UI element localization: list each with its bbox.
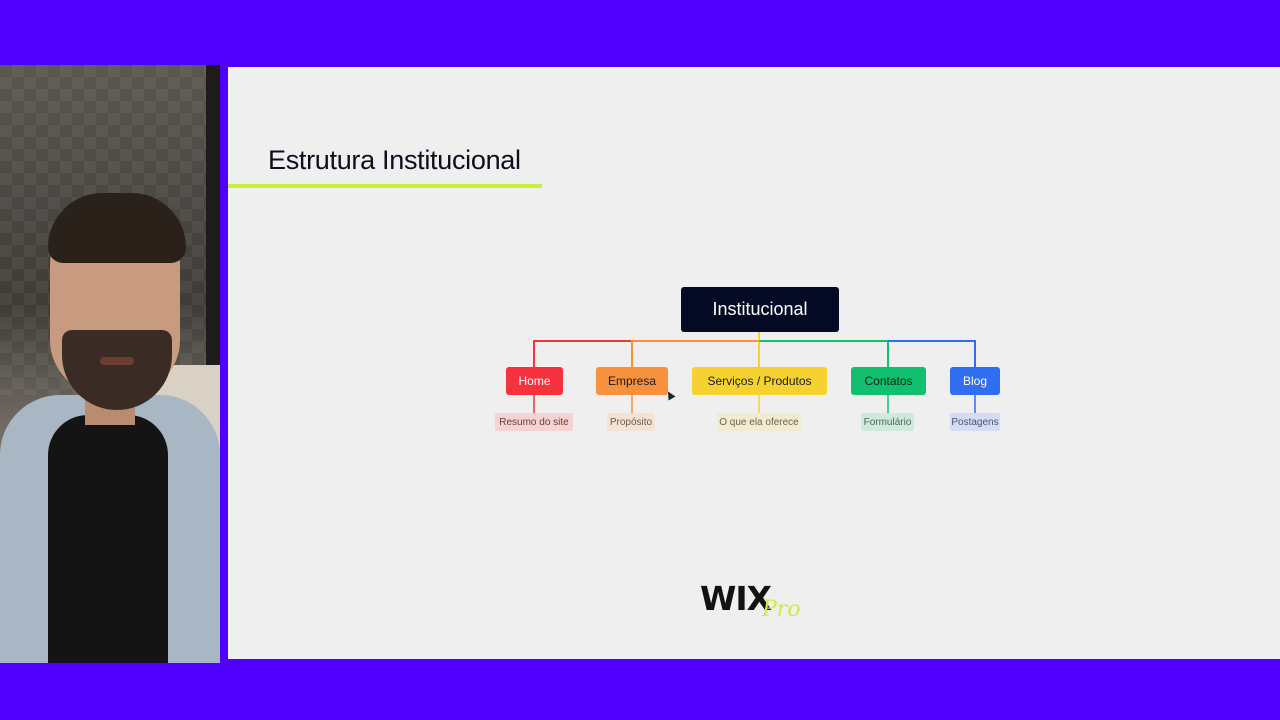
- presenter-shirt: [48, 415, 168, 663]
- branch-sub-blog: Postagens: [950, 413, 1000, 431]
- connector-contatos: [759, 340, 889, 367]
- connector-home: [533, 332, 760, 367]
- branch-sub-servicos: O que ela oferece: [717, 413, 801, 431]
- slide-title: Estrutura Institucional: [268, 145, 521, 175]
- connector-blog: [888, 340, 976, 367]
- branch-node-empresa: Empresa: [596, 367, 668, 395]
- branch-sub-empresa: Propósito: [607, 413, 655, 431]
- wix-pro-logo: WIX Pro: [700, 575, 820, 627]
- branch-node-contatos: Contatos: [851, 367, 926, 395]
- branch-node-servicos: Serviços / Produtos: [692, 367, 827, 395]
- presentation-slide: Estrutura Institucional Institucional Ho…: [228, 67, 1280, 659]
- webcam-video: [0, 65, 220, 663]
- branch-node-home: Home: [506, 367, 563, 395]
- title-underline: [228, 184, 542, 188]
- logo-pro-text: Pro: [762, 597, 801, 622]
- diagram-connectors: [533, 332, 976, 413]
- presenter-hair: [48, 193, 186, 263]
- branch-sub-home: Resumo do site: [495, 413, 573, 431]
- branch-sub-contatos: Formulário: [861, 413, 914, 431]
- logo-wix-text: WIX: [700, 579, 772, 618]
- diagram-root-node: Institucional: [681, 287, 839, 332]
- connector-empresa: [631, 340, 759, 367]
- presenter-mouth: [100, 357, 134, 365]
- branch-node-blog: Blog: [950, 367, 1000, 395]
